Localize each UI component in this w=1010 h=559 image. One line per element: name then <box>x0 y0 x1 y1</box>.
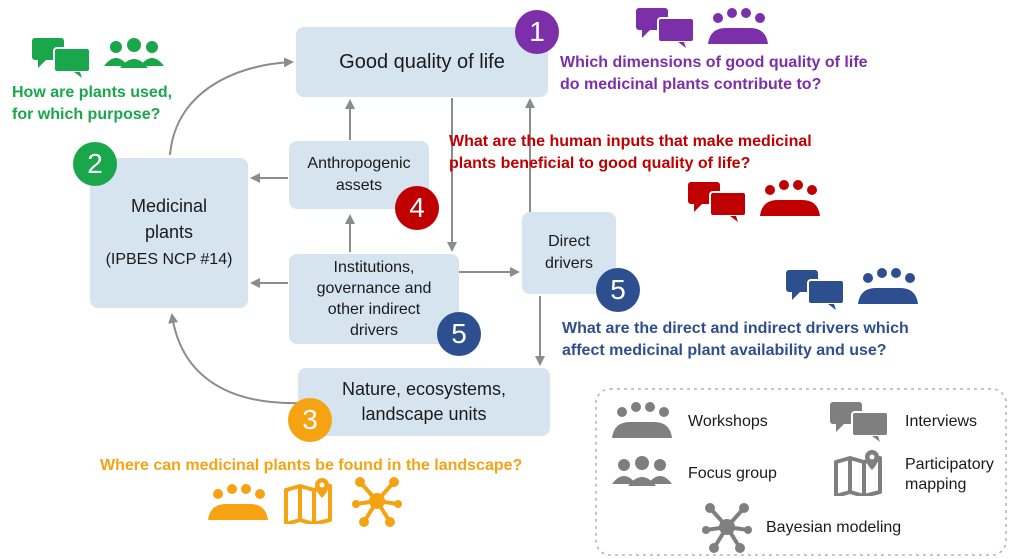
legend-interviews: Interviews <box>905 413 978 430</box>
speech-bubbles-icon <box>830 402 889 442</box>
legend-bayesian-modeling: Bayesian modeling <box>766 519 902 536</box>
question-2: How are plants used, for which purpose? <box>12 84 173 123</box>
badge-4: 4 <box>395 186 439 230</box>
arrow-plants-to-qol <box>169 57 294 156</box>
anthropogenic-assets-label: Anthropogenic assets <box>307 155 411 194</box>
map-pin-icon <box>284 478 332 524</box>
workshop-icon <box>612 402 672 438</box>
good-quality-of-life-label: Good quality of life <box>339 50 505 73</box>
direct-drivers-label: Direct drivers <box>544 233 593 272</box>
group-icon <box>612 456 672 486</box>
nature-box: Nature, ecosystems, landscape units <box>298 368 550 436</box>
question-4: What are the human inputs that make medi… <box>449 133 812 172</box>
map-pin-icon <box>834 450 882 496</box>
network-icon <box>702 503 752 553</box>
medicinal-plants-box: Medicinal plants (IPBES NCP #14) <box>90 158 248 308</box>
nature-label: Nature, ecosystems, landscape units <box>341 379 507 424</box>
workshop-icon <box>858 268 918 304</box>
legend-workshops: Workshops <box>688 413 768 430</box>
workshop-icon <box>760 180 820 216</box>
question-1: Which dimensions of good quality of life… <box>560 54 868 93</box>
group-icon <box>104 38 164 68</box>
medicinal-plants-sublabel: (IPBES NCP #14) <box>105 251 233 268</box>
network-icon <box>352 477 402 527</box>
institutions-label: Institutions, governance and other indir… <box>316 259 432 339</box>
good-quality-of-life-box: Good quality of life <box>296 27 548 97</box>
medicinal-plants-label: Medicinal plants <box>130 196 208 242</box>
arrow-nature-to-plants <box>168 313 301 405</box>
workshop-icon <box>208 484 268 520</box>
badge-3: 3 <box>288 398 332 442</box>
speech-bubbles-icon <box>636 8 695 48</box>
badge-2: 2 <box>73 142 117 186</box>
legend-participatory-mapping: Participatory mapping <box>905 456 994 493</box>
question-3: Where can medicinal plants be found in t… <box>100 457 523 474</box>
workshop-icon <box>708 8 768 44</box>
institutions-box: Institutions, governance and other indir… <box>289 254 459 344</box>
speech-bubbles-icon <box>786 270 845 310</box>
legend-focus-group: Focus group <box>688 465 777 482</box>
question-5: What are the direct and indirect drivers… <box>562 320 909 359</box>
badge-1: 1 <box>515 10 559 54</box>
speech-bubbles-icon <box>32 38 91 78</box>
badge-5-direct: 5 <box>596 268 640 312</box>
speech-bubbles-icon <box>688 182 747 222</box>
direct-drivers-box: Direct drivers <box>522 212 616 294</box>
legend-frame <box>595 388 1007 556</box>
badge-5-institutions: 5 <box>437 312 481 356</box>
